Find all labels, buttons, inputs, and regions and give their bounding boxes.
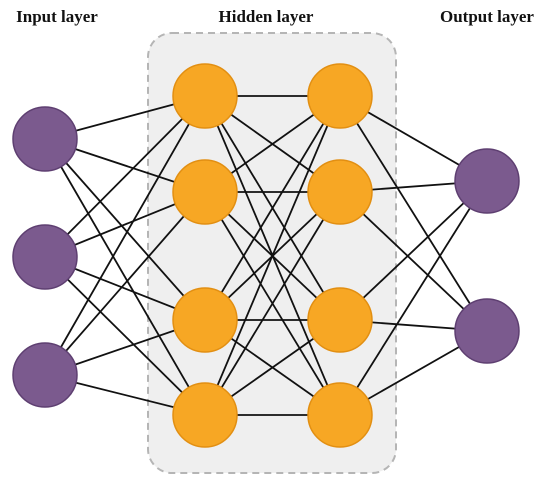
edge-input-1-to-hidden-1-3: [44, 138, 206, 321]
edge-hidden-1-4-to-hidden-2-1: [204, 95, 341, 416]
edge-hidden-1-3-to-hidden-2-1: [204, 95, 341, 321]
edge-hidden-1-4-to-hidden-2-2: [204, 191, 341, 416]
input-layer-title: Input layer: [16, 7, 98, 26]
output-layer-title: Output layer: [440, 7, 534, 26]
edge-input-3-to-hidden-1-1: [44, 95, 206, 376]
hidden-1-node-1: [172, 63, 238, 129]
hidden-layer-title: Hidden layer: [219, 7, 314, 26]
hidden-2-node-2: [307, 159, 373, 225]
input-node-2: [12, 224, 78, 290]
edge-hidden-2-2-to-output-2: [339, 191, 488, 332]
hidden-2-node-3: [307, 287, 373, 353]
edge-hidden-2-1-to-output-2: [339, 95, 488, 332]
edge-input-2-to-hidden-1-1: [44, 95, 206, 258]
hidden-2-node-1: [307, 63, 373, 129]
output-node-2: [454, 298, 520, 364]
hidden-1-node-2: [172, 159, 238, 225]
hidden-1-node-4: [172, 382, 238, 448]
edge-input-2-to-hidden-1-4: [44, 256, 206, 416]
output-node-1: [454, 148, 520, 214]
input-node-1: [12, 106, 78, 172]
input-node-3: [12, 342, 78, 408]
hidden-1-node-3: [172, 287, 238, 353]
edge-hidden-2-4-to-output-1: [339, 180, 488, 416]
edge-input-3-to-hidden-1-2: [44, 191, 206, 376]
edge-hidden-2-3-to-output-1: [339, 180, 488, 321]
edge-input-1-to-hidden-1-4: [44, 138, 206, 416]
hidden-2-node-4: [307, 382, 373, 448]
network-nodes: [12, 63, 520, 448]
